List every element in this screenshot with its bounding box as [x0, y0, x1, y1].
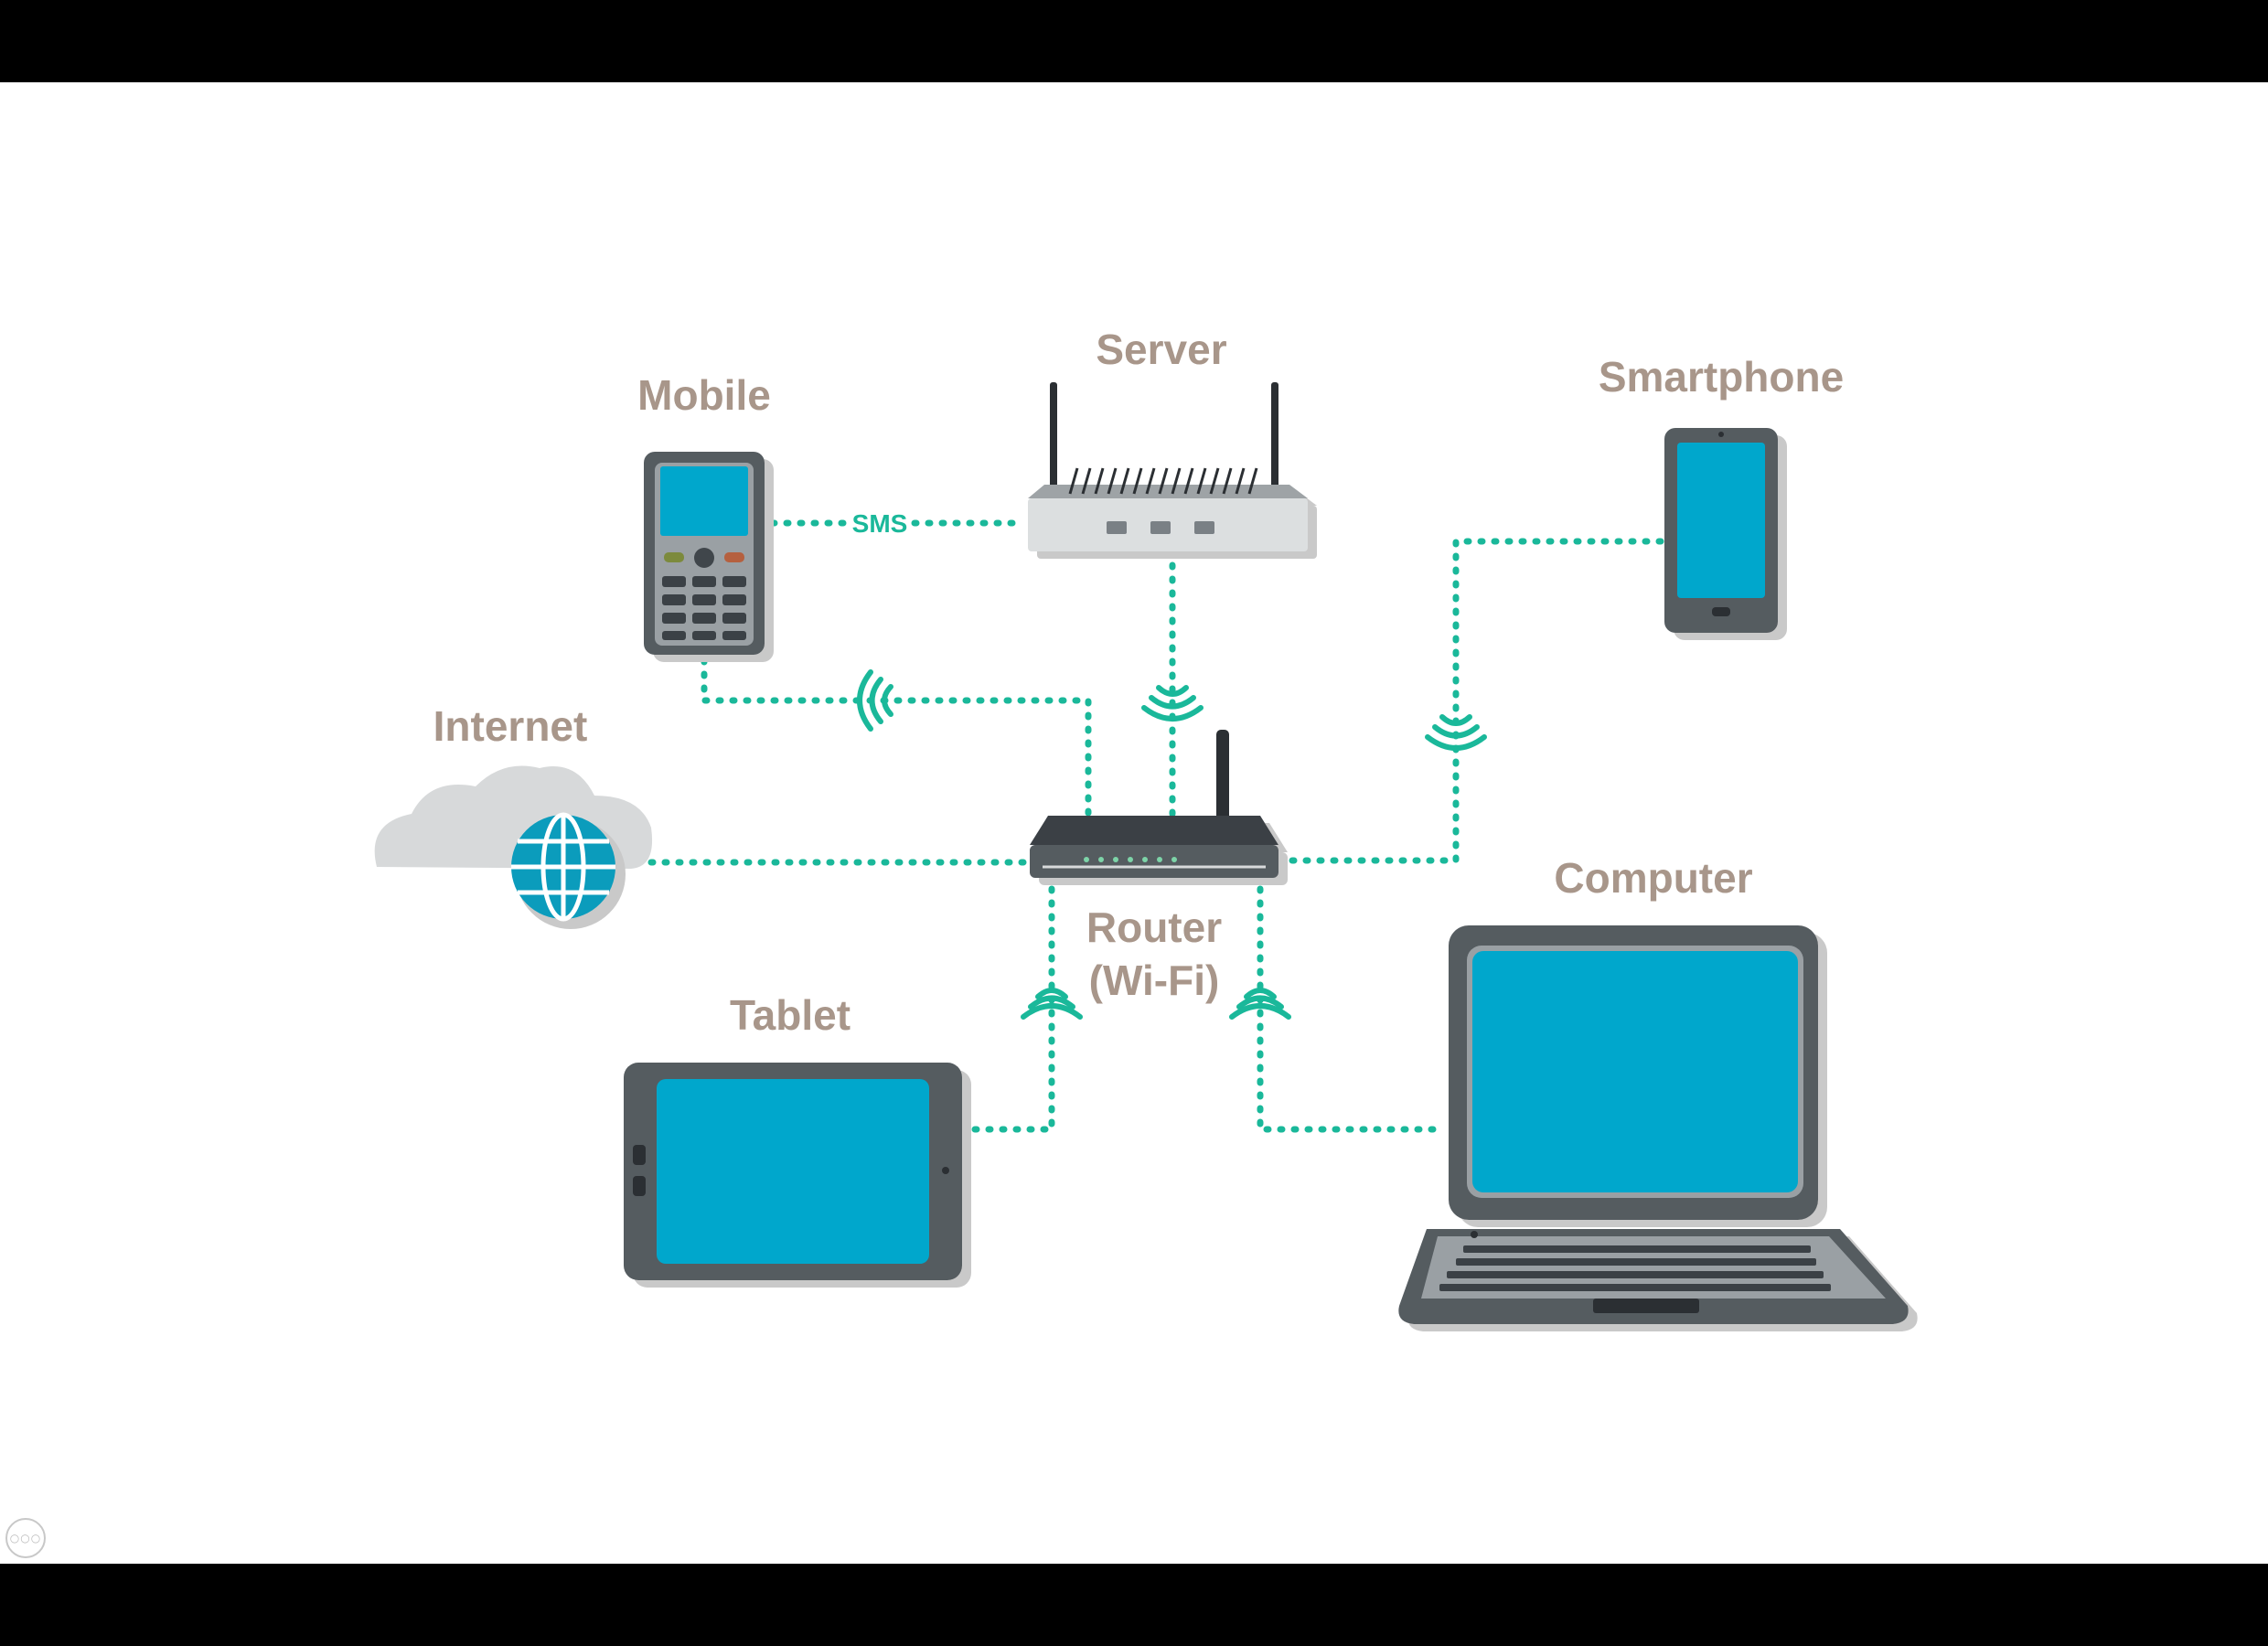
wifi-signal-icon	[857, 669, 893, 732]
ellipsis-icon[interactable]: ○○○	[5, 1518, 46, 1558]
globe-icon	[511, 812, 626, 929]
edge-router-computer	[1257, 885, 1444, 1133]
edge-mobile-router	[701, 657, 1092, 819]
screen	[1677, 443, 1765, 598]
screen	[657, 1079, 929, 1264]
node-label-internet: Internet	[433, 702, 588, 750]
antenna-icon	[1216, 730, 1229, 838]
touchpad	[1593, 1299, 1699, 1313]
wifi-signal-icon	[1021, 988, 1083, 1020]
computer-device	[1398, 925, 1909, 1324]
node-label-smartphone: Smartphone	[1599, 353, 1844, 401]
tablet-device	[624, 1063, 962, 1280]
edge-router-smartphone	[1275, 538, 1668, 864]
connections	[647, 519, 1668, 1133]
wifi-signals	[857, 669, 1487, 1020]
edge-label-sms: SMS	[852, 509, 908, 538]
antenna-icon	[1050, 382, 1278, 510]
keyboard-icon	[1439, 1245, 1831, 1291]
node-label-computer: Computer	[1554, 854, 1752, 902]
screen	[660, 466, 748, 536]
edge-router-tablet	[966, 885, 1055, 1133]
letterbox-bottom	[0, 1564, 2268, 1646]
wifi-signal-icon	[1229, 988, 1291, 1020]
wifi-signal-icon	[1425, 714, 1487, 751]
internet-cloud	[374, 765, 653, 929]
mobile-device	[644, 452, 765, 655]
node-label-tablet: Tablet	[730, 991, 850, 1039]
node-label-server: Server	[1096, 326, 1226, 373]
smartphone-device	[1664, 428, 1778, 633]
letterbox-top	[0, 0, 2268, 82]
screen	[1472, 951, 1798, 1192]
wifi-signal-icon	[1141, 685, 1204, 721]
node-label-router-wifi: (Wi-Fi)	[1089, 957, 1220, 1004]
node-label-router: Router	[1086, 903, 1222, 951]
server-device	[1028, 382, 1308, 551]
node-label-mobile: Mobile	[637, 371, 771, 419]
router-device	[1030, 730, 1278, 878]
